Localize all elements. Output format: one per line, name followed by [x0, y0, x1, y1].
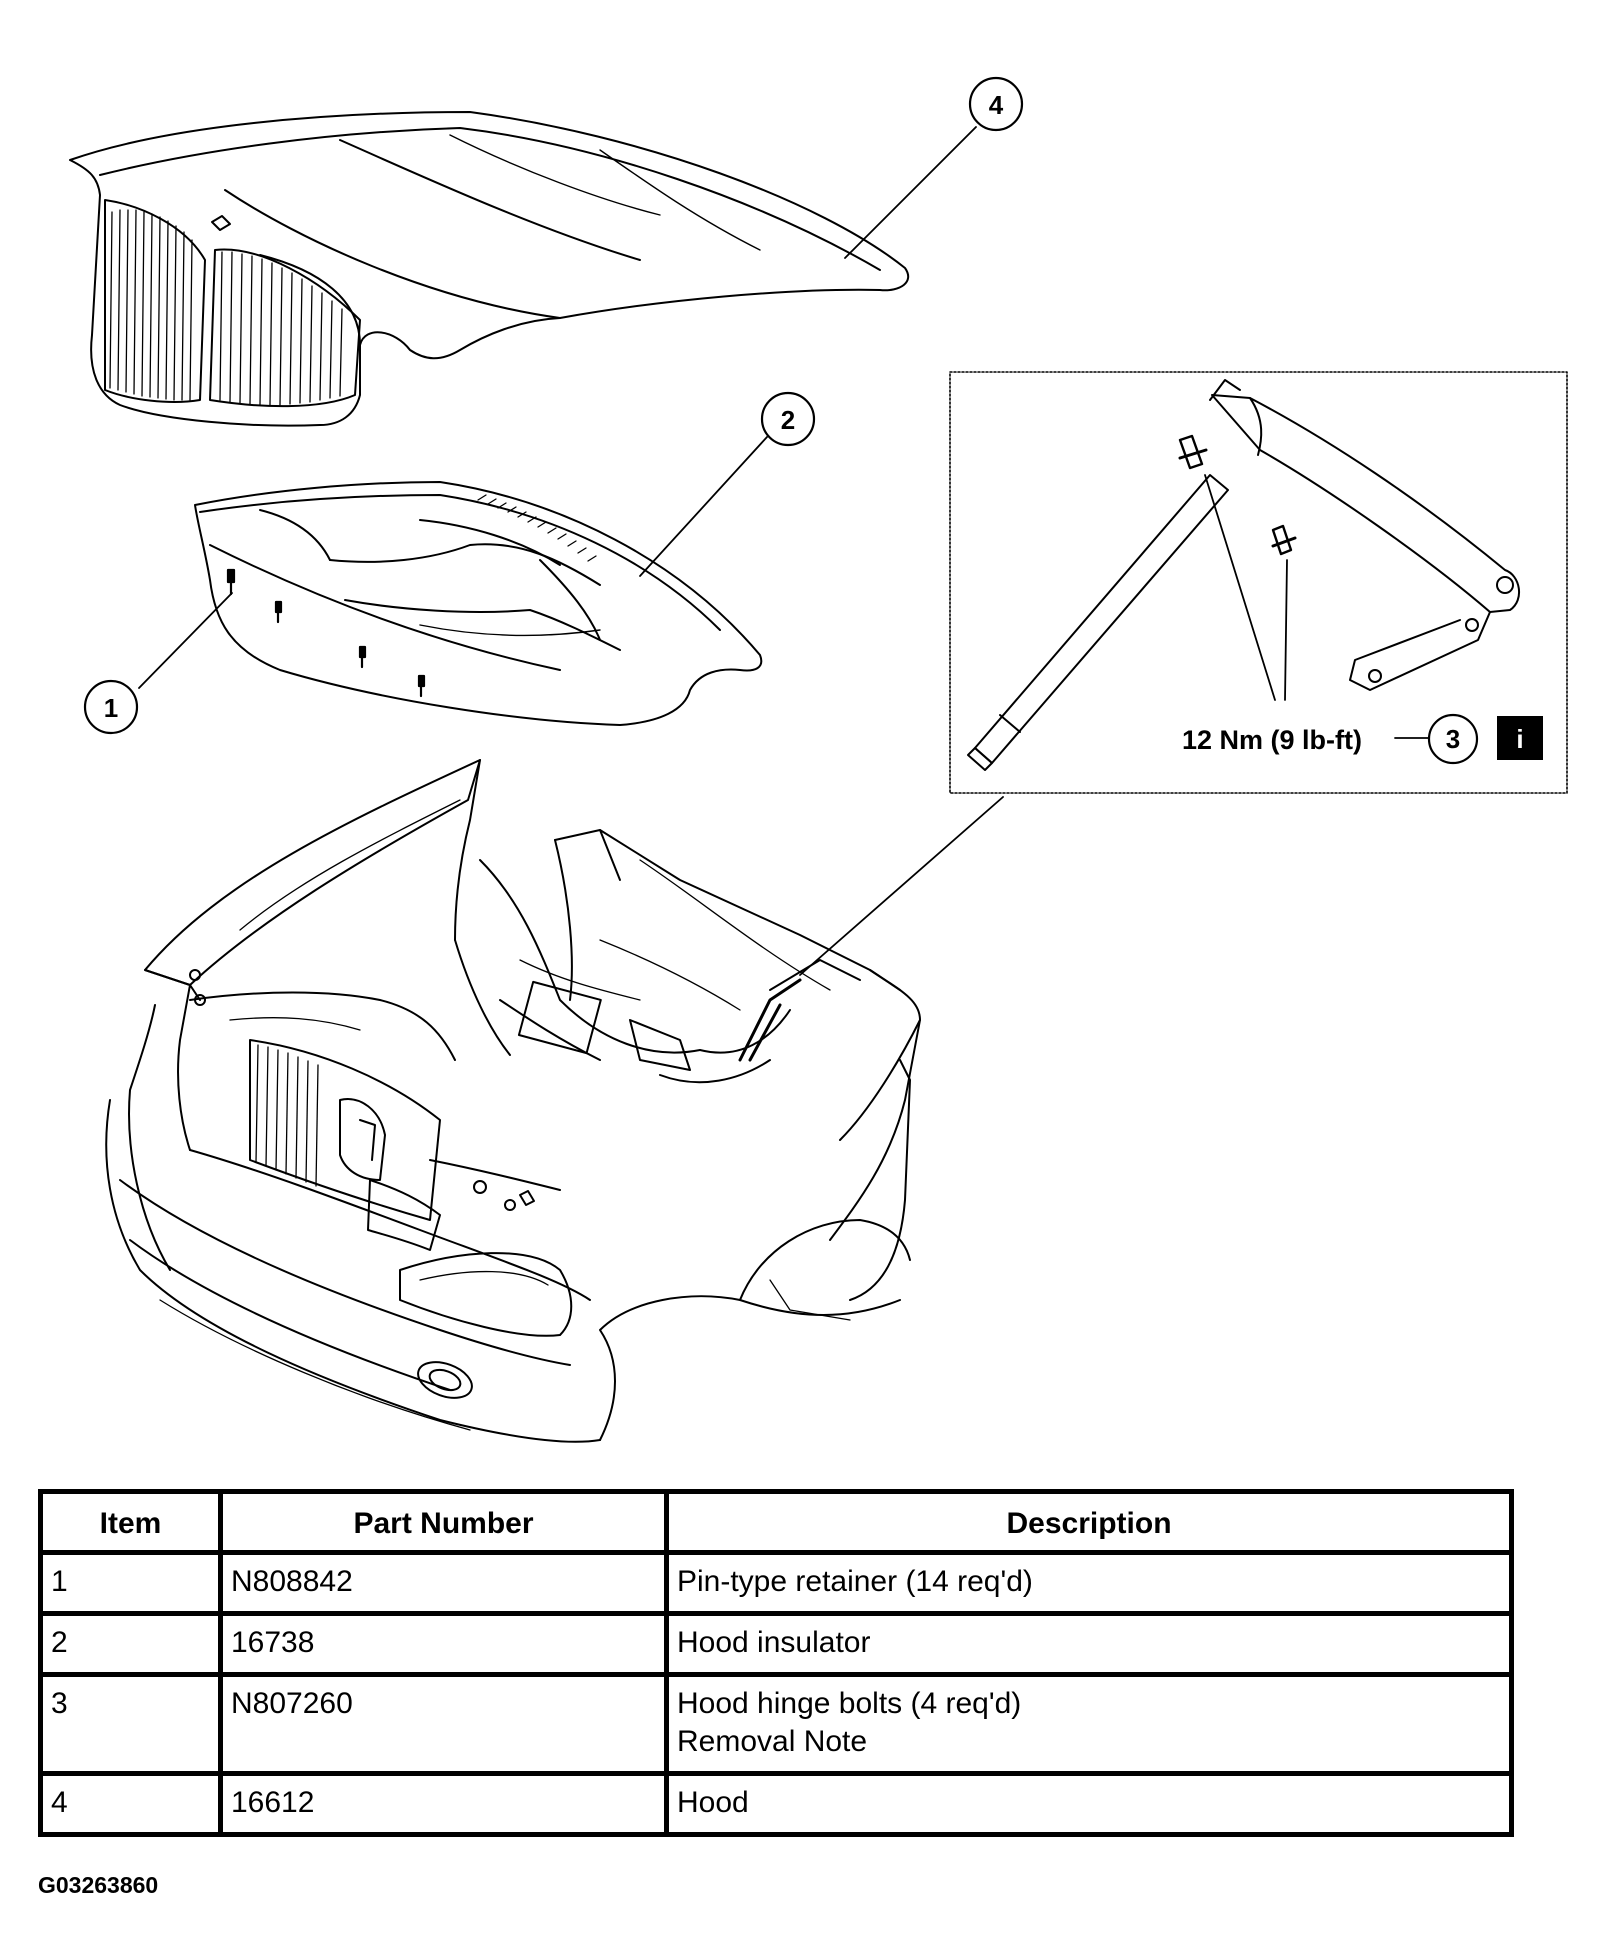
cell-item: 2	[38, 1611, 223, 1677]
cell-item: 3	[38, 1672, 223, 1776]
hinge-detail-inset: 12 Nm (9 lb-ft) 3 i	[949, 371, 1568, 794]
callout-4-bubble: 4	[968, 76, 1024, 132]
removal-note-link[interactable]: Removal Note	[677, 1725, 868, 1758]
parts-table: Item Part Number Description 1 N808842 P…	[38, 1489, 1514, 1837]
hood-drawing	[69, 111, 910, 427]
header-item: Item	[38, 1489, 223, 1555]
info-badge-icon	[1497, 716, 1543, 760]
cell-description: Hood hinge bolts (4 req'd) Removal Note	[664, 1672, 1514, 1776]
cell-part-number: 16738	[218, 1611, 669, 1677]
cell-item: 4	[38, 1771, 223, 1837]
callout-1-bubble: 1	[83, 679, 139, 735]
table-header-row: Item Part Number Description	[38, 1489, 1514, 1555]
table-row: 1 N808842 Pin-type retainer (14 req'd)	[38, 1550, 1514, 1616]
torque-spec: 12 Nm (9 lb-ft)	[1182, 725, 1362, 755]
callout-1: 1	[104, 693, 118, 723]
callout-2-bubble: 2	[760, 391, 816, 447]
table-row: 3 N807260 Hood hinge bolts (4 req'd) Rem…	[38, 1672, 1514, 1776]
cell-description: Hood insulator	[664, 1611, 1514, 1677]
cell-item: 1	[38, 1550, 223, 1616]
callout-3: 3	[1446, 724, 1460, 754]
table-row: 2 16738 Hood insulator	[38, 1611, 1514, 1677]
header-part-number: Part Number	[218, 1489, 669, 1555]
callout-2: 2	[781, 405, 795, 435]
header-description: Description	[664, 1489, 1514, 1555]
cell-description: Hood	[664, 1771, 1514, 1837]
callout-4: 4	[989, 90, 1004, 120]
cell-part-number: N807260	[218, 1672, 669, 1776]
vehicle-front-drawing	[105, 759, 921, 1443]
cell-part-number: 16612	[218, 1771, 669, 1837]
cell-part-number: N808842	[218, 1550, 669, 1616]
info-badge-glyph: i	[1516, 724, 1523, 754]
exploded-view-illustration: 12 Nm (9 lb-ft) 3 i	[69, 76, 1568, 1443]
hood-insulator-drawing	[194, 481, 763, 726]
table-row: 4 16612 Hood	[38, 1771, 1514, 1837]
figure-id: G03263860	[38, 1872, 159, 1898]
description-text: Hood hinge bolts (4 req'd)	[677, 1687, 1022, 1720]
cell-description: Pin-type retainer (14 req'd)	[664, 1550, 1514, 1616]
